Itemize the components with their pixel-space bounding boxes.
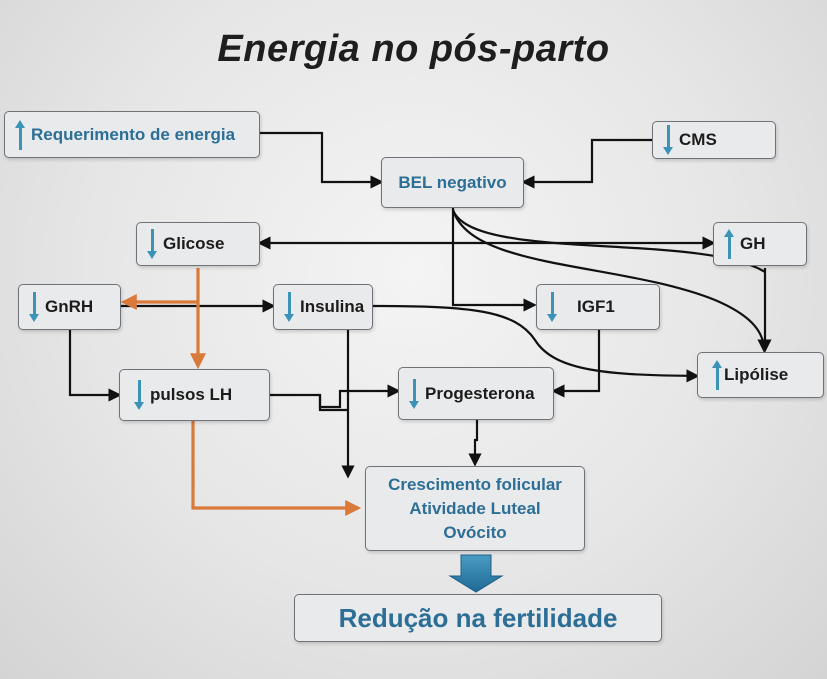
arrow-down-icon (663, 125, 673, 155)
node-crescimento-folicular: Crescimento folicular Atividade Luteal O… (365, 466, 585, 551)
arrow-up-icon (712, 360, 722, 390)
node-label: pulsos LH (150, 385, 233, 404)
link-cms-bel (521, 138, 652, 189)
node-line: Crescimento folicular (388, 474, 562, 494)
node-pulsos-lh: pulsos LH (119, 369, 270, 421)
node-label: GH (740, 234, 766, 253)
link-progesterona-crescimento (468, 420, 482, 467)
node-label: Lipólise (724, 365, 789, 384)
node-label: Requerimento de energia (31, 124, 236, 144)
link-pulsos-crescimento-orange (191, 421, 362, 516)
node-cms: CMS (652, 121, 776, 159)
link-gnrh-pulsos (68, 330, 122, 402)
arrow-down-icon (134, 380, 144, 410)
arrow-up-icon (724, 229, 734, 259)
node-reducao-na-fertilidade: Redução na fertilidade (294, 594, 662, 642)
link-bel-igf1 (451, 208, 537, 312)
node-label: CMS (679, 130, 717, 149)
link-igf1-progesterona (551, 330, 601, 398)
arrow-down-icon (284, 292, 294, 322)
node-igf1: IGF1 (536, 284, 660, 330)
node-insulina: Insulina (273, 284, 373, 330)
node-line: Atividade Luteal (409, 498, 541, 518)
node-label: GnRH (45, 297, 94, 316)
node-label: Glicose (163, 234, 225, 253)
arrow-up-icon (15, 119, 25, 150)
node-label: Redução na fertilidade (338, 602, 618, 633)
node-label: BEL negativo (398, 172, 507, 192)
node-lipolise: Lipólise (697, 352, 824, 398)
link-pulsos-crescimento (318, 395, 348, 412)
node-line: Ovócito (443, 522, 507, 542)
node-progesterona: Progesterona (398, 367, 554, 420)
node-label: IGF1 (577, 297, 615, 316)
diagram-title: Energia no pós-parto (217, 28, 610, 70)
node-label: Progesterona (425, 383, 535, 403)
node-gnrh: GnRH (18, 284, 121, 330)
link-requerimento-bel (260, 131, 384, 189)
node-label: Insulina (300, 297, 365, 316)
arrow-down-icon (29, 292, 39, 322)
arrow-down-icon (547, 292, 557, 322)
node-gh: GH (713, 222, 807, 266)
link-bel-lipolise (451, 209, 771, 353)
node-requerimento-de-energia: Requerimento de energia (4, 111, 260, 158)
arrow-down-icon (147, 229, 157, 259)
link-crescimento-reducao-arrow (448, 554, 504, 593)
node-glicose: Glicose (136, 222, 260, 266)
link-insulina-lipolise (372, 304, 700, 383)
arrow-down-icon (409, 378, 419, 409)
link-pulsos-progesterona (270, 384, 401, 409)
node-bel-negativo: BEL negativo (381, 157, 524, 208)
